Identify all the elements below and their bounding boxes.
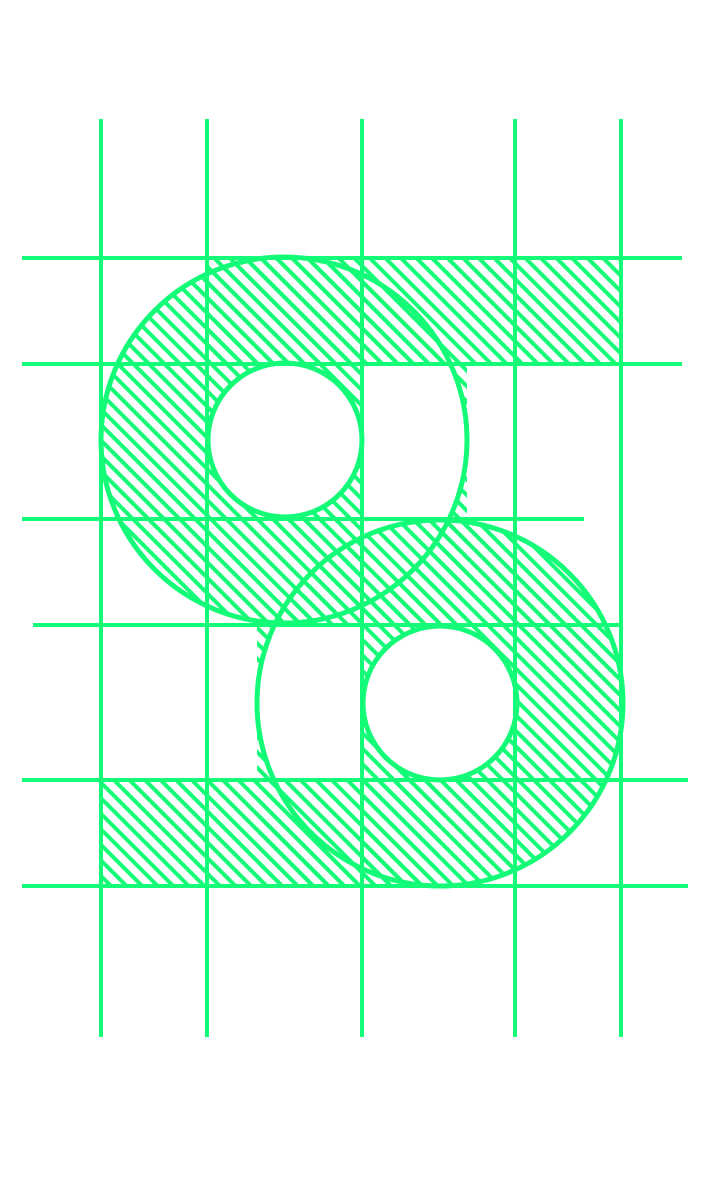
horizontal-grid-lines	[22, 256, 688, 888]
bottom-inner-circle	[360, 623, 520, 783]
bottom-bar	[101, 780, 439, 886]
top-inner-circle	[205, 360, 365, 520]
